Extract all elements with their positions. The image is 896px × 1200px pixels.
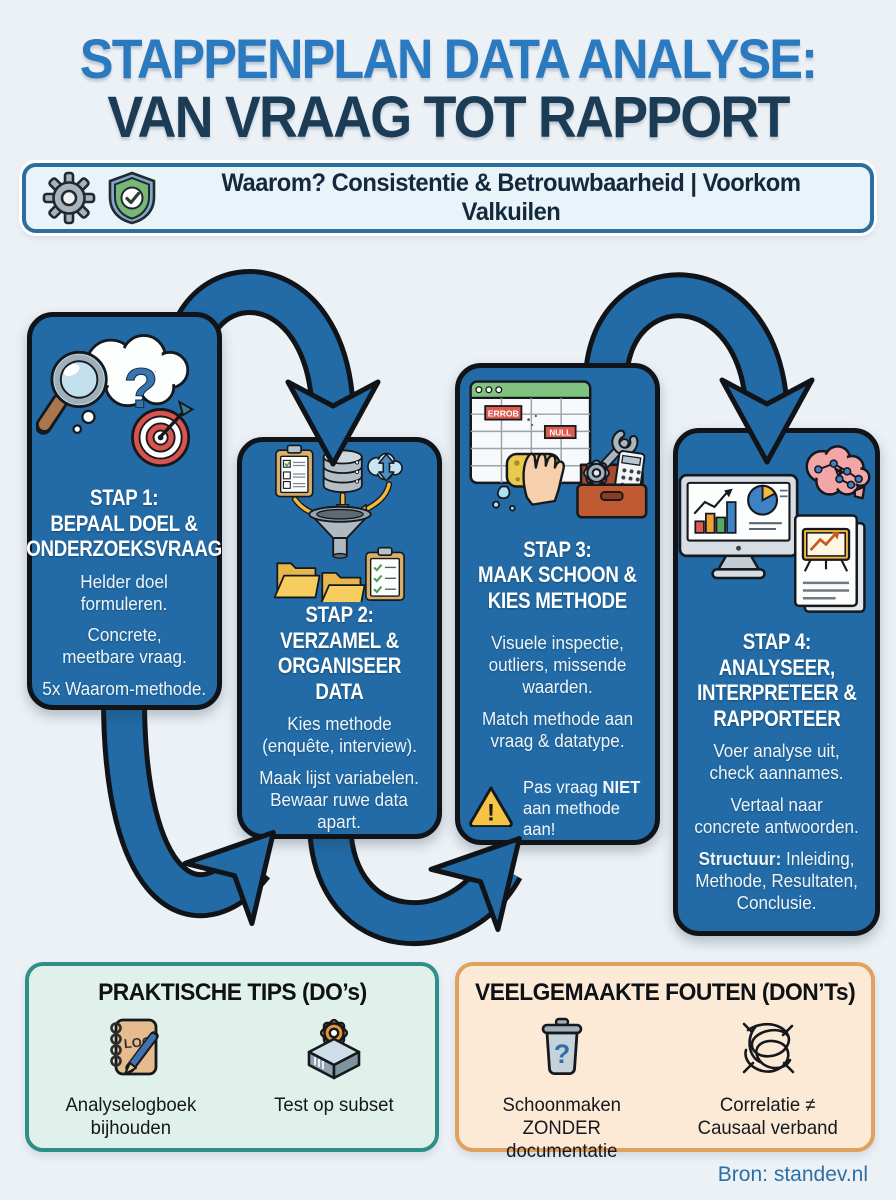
checklist-clipboard-icon bbox=[274, 444, 314, 498]
step4-body-1: Voer analyse uit, check aannames. bbox=[709, 741, 844, 784]
dont-label-correlation: Correlatie ≠ Causaal verband bbox=[697, 1094, 839, 1139]
analyse-report-illustration bbox=[678, 445, 871, 613]
error-cell-label: ERROB bbox=[487, 408, 518, 418]
donts-title: VEELGEMAAKTE FOUTEN (DON’Ts) bbox=[474, 979, 856, 1006]
tangled-lines-icon bbox=[736, 1015, 800, 1086]
step4-title: STAP 4: ANALYSEER, INTERPRETEER & RAPPOR… bbox=[696, 629, 857, 731]
shield-check-icon bbox=[106, 171, 158, 225]
step-card-1: ? STAP 1: BEPAAL DOEL & bbox=[26, 312, 223, 710]
step3-body-2: Match methode aan vraag & datatype. bbox=[481, 709, 634, 752]
clean-data-illustration: ERROB NULL bbox=[468, 380, 647, 519]
why-banner: Waarom? Consistentie & Betrouwbaarheid |… bbox=[22, 163, 874, 233]
thought-bubbles bbox=[71, 409, 96, 434]
null-cell-label: NULL bbox=[549, 428, 571, 437]
database-icon bbox=[322, 449, 363, 493]
trash-question-icon: ? bbox=[530, 1015, 594, 1086]
source-credit: Bron: standev.nl bbox=[717, 1163, 868, 1186]
step3-title: STAP 3: MAAK SCHOON & KIES METHODE bbox=[478, 536, 637, 613]
folder-icon bbox=[318, 571, 365, 603]
step4-structure: Structuur: Inleiding, Methode, Resultate… bbox=[695, 848, 858, 913]
target-dart-icon bbox=[130, 399, 194, 468]
step3-warning-text: Pas vraag NIET aan methode aan! bbox=[523, 777, 641, 839]
tip-label-subset: Test op subset bbox=[273, 1094, 394, 1116]
step-card-2: STAP 2: VERZAMEL & ORGANISEER DATA Kies … bbox=[237, 437, 442, 839]
step-card-3: ERROB NULL bbox=[455, 363, 660, 845]
tip-label-logbook: Analyselogboek bijhouden bbox=[65, 1094, 196, 1139]
sponge-hand-icon bbox=[491, 452, 565, 512]
page-title-line1: STAPPENPLAN DATA ANALYSE: bbox=[79, 27, 818, 90]
step-card-4: STAP 4: ANALYSEER, INTERPRETEER & RAPPOR… bbox=[673, 428, 880, 936]
tips-title: PRAKTISCHE TIPS (DO’s) bbox=[97, 979, 367, 1006]
step1-body-3: 5x Waarom-methode. bbox=[42, 679, 207, 700]
step2-title: STAP 2: VERZAMEL & ORGANISEER DATA bbox=[277, 602, 402, 704]
bin-question-glyph: ? bbox=[554, 1039, 571, 1069]
step1-body-1: Helder doel formuleren. bbox=[80, 571, 169, 614]
funnel-icon bbox=[307, 505, 372, 559]
dont-item-correlation: Correlatie ≠ Causaal verband bbox=[673, 1015, 863, 1140]
tip-item-logbook: LOG Analyselogboek bijhouden bbox=[37, 1015, 224, 1140]
step1-title: STAP 1: BEPAAL DOEL & ONDERZOEKSVRAAG bbox=[26, 485, 223, 562]
step3-warning: ! Pas vraag NIET aan methode aan! bbox=[460, 777, 655, 840]
brain-network-icon bbox=[805, 445, 871, 500]
gear-box-icon bbox=[301, 1015, 367, 1086]
report-document-icon bbox=[793, 514, 866, 613]
page-title-line2: VAN VRAAG TOT RAPPORT bbox=[107, 85, 790, 150]
magnifier-icon bbox=[35, 350, 108, 435]
toolbox-icon bbox=[575, 429, 647, 519]
common-mistakes-box: VEELGEMAAKTE FOUTEN (DON’Ts) ? Schoonmak… bbox=[455, 962, 875, 1162]
dont-item-documentation: ? Schoonmaken ZONDER documentatie bbox=[467, 1015, 657, 1163]
monitor-charts-icon bbox=[678, 473, 799, 580]
step2-body-1: Kies methode (enquête, interview). bbox=[262, 714, 417, 757]
gear-icon bbox=[42, 171, 96, 225]
step1-body-2: Concrete, meetbare vraag. bbox=[62, 625, 187, 668]
dont-label-documentation: Schoonmaken ZONDER documentatie bbox=[502, 1094, 622, 1162]
cloud-sync-icon bbox=[366, 452, 403, 482]
tip-item-subset: Test op subset bbox=[240, 1015, 427, 1117]
step2-body-2: Maak lijst variabelen. Bewaar ruwe data … bbox=[259, 768, 420, 833]
logbook-icon: LOG bbox=[98, 1015, 164, 1086]
banner-text: Waarom? Consistentie & Betrouwbaarheid |… bbox=[221, 169, 801, 226]
practical-tips-box: PRAKTISCHE TIPS (DO’s) LOG Analysel bbox=[25, 962, 439, 1152]
goal-question-illustration: ? bbox=[35, 334, 194, 468]
step4-body-2: Vertaal naar concrete antwoorden. bbox=[694, 794, 859, 837]
folder-icon bbox=[273, 562, 320, 599]
exclamation-glyph: ! bbox=[487, 799, 495, 826]
checkmarks-clipboard-icon bbox=[364, 546, 405, 601]
flow-arrow-2-tail bbox=[100, 689, 271, 919]
warning-triangle-icon: ! bbox=[468, 785, 514, 832]
collect-data-illustration bbox=[273, 444, 405, 603]
step3-body-1: Visuele inspectie, outliers, missende wa… bbox=[488, 633, 627, 698]
